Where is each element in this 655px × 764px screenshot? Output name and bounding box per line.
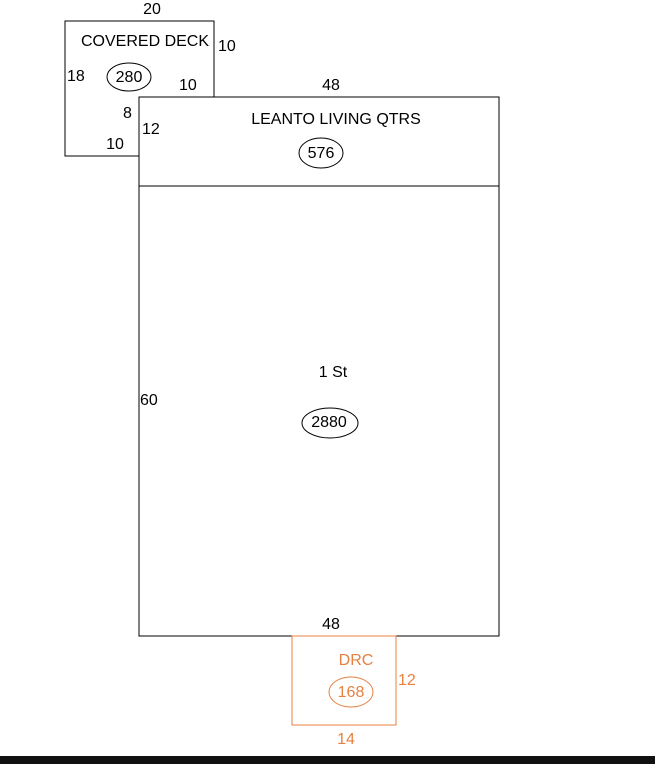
drc-dim-right: 12 [398,672,416,689]
first-story-label: 1 St [319,364,348,381]
first-story-dim-left: 60 [140,392,158,409]
first-story-area: 1 St 2880 60 48 [138,185,500,637]
drc-dim-bottom: 14 [337,731,355,748]
leanto-label: LEANTO LIVING QTRS [251,111,421,128]
covered-deck-dim-top: 20 [143,1,161,18]
covered-deck-label: COVERED DECK [81,33,209,50]
bottom-bar [0,756,655,764]
covered-deck-dim-bottom: 10 [106,136,124,153]
first-story-outline [138,185,500,637]
covered-deck-dim-left: 18 [67,68,85,85]
drc-sqft: 168 [338,684,365,701]
leanto-sqft: 576 [308,145,335,162]
leanto-dim-top: 48 [322,77,340,94]
drc-area: DRC 168 12 14 [291,635,416,748]
leanto-area: LEANTO LIVING QTRS 576 48 12 [138,77,500,187]
covered-deck-outline [64,20,215,157]
covered-deck-sqft-ellipse [106,62,152,92]
covered-deck-dim-inner-step: 8 [123,105,132,122]
first-story-sqft: 2880 [311,414,347,431]
covered-deck-dim-inner-right: 10 [179,77,197,94]
covered-deck-sqft: 280 [116,69,143,86]
leanto-sqft-ellipse [298,137,344,169]
first-story-sqft-ellipse [301,407,359,439]
first-story-dim-bottom: 48 [322,616,340,633]
drc-sqft-ellipse [328,676,374,708]
leanto-dim-left: 12 [142,121,160,138]
drc-outline [291,635,397,726]
drc-label: DRC [339,652,374,669]
covered-deck-dim-right-top: 10 [218,38,236,55]
covered-deck-area: COVERED DECK 280 20 10 18 10 8 10 [64,1,236,157]
